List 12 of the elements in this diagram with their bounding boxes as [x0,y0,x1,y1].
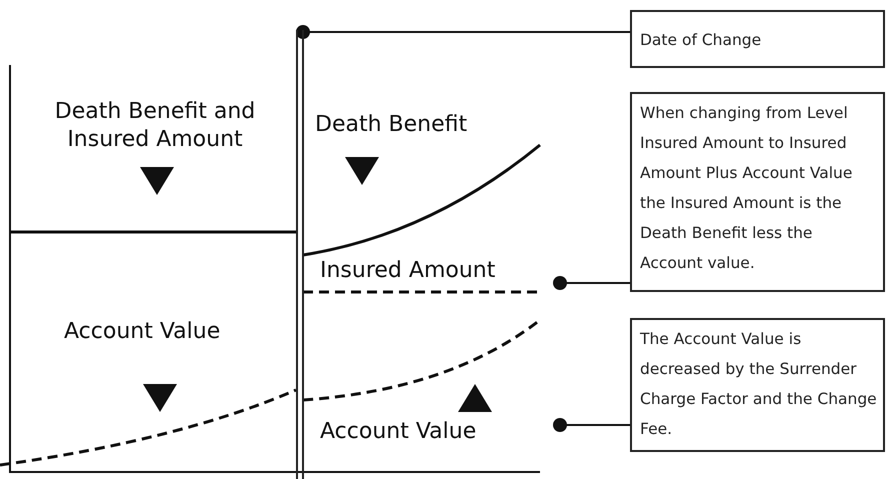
chart-label: Death Benefit [315,111,468,139]
leader-line [553,276,630,290]
chart-label: Death Benefit and Insured Amount [54,98,256,154]
note-box: Date of Change [630,10,885,68]
leader-line [296,25,630,39]
note-box: The Account Value is decreased by the Surrender Charge Factor and the Change Fee. [630,318,885,452]
note-box: When changing from Level Insured Amount to Insured Amount Plus Account Value the Insured Amount is the Death Benefit less the Account value. [630,92,885,292]
chart-label: Insured Amount [320,257,496,285]
leader-line [553,418,630,432]
date-line [296,30,304,479]
chart-label: Account Value [64,318,220,346]
chart-label: Account Value [320,418,476,446]
